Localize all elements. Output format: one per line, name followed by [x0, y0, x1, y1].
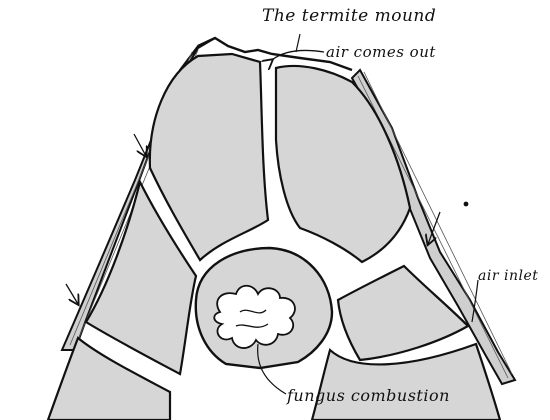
chamber-top-right: [276, 66, 410, 262]
diagram-title: The termite mound: [262, 6, 436, 26]
air-inlet-arrow-upper-left: [134, 134, 146, 156]
air-out-label: air comes out: [326, 43, 436, 61]
air-inlet-label: air inlet: [478, 268, 538, 284]
ink-dot: [464, 202, 469, 207]
air-inlet-arrow-lower-left: [66, 284, 78, 304]
chamber-top-left: [150, 54, 268, 260]
title-pointer: [296, 34, 300, 52]
chamber-bottom-right: [312, 344, 500, 420]
fungus-label: fungus combustion: [287, 386, 450, 405]
